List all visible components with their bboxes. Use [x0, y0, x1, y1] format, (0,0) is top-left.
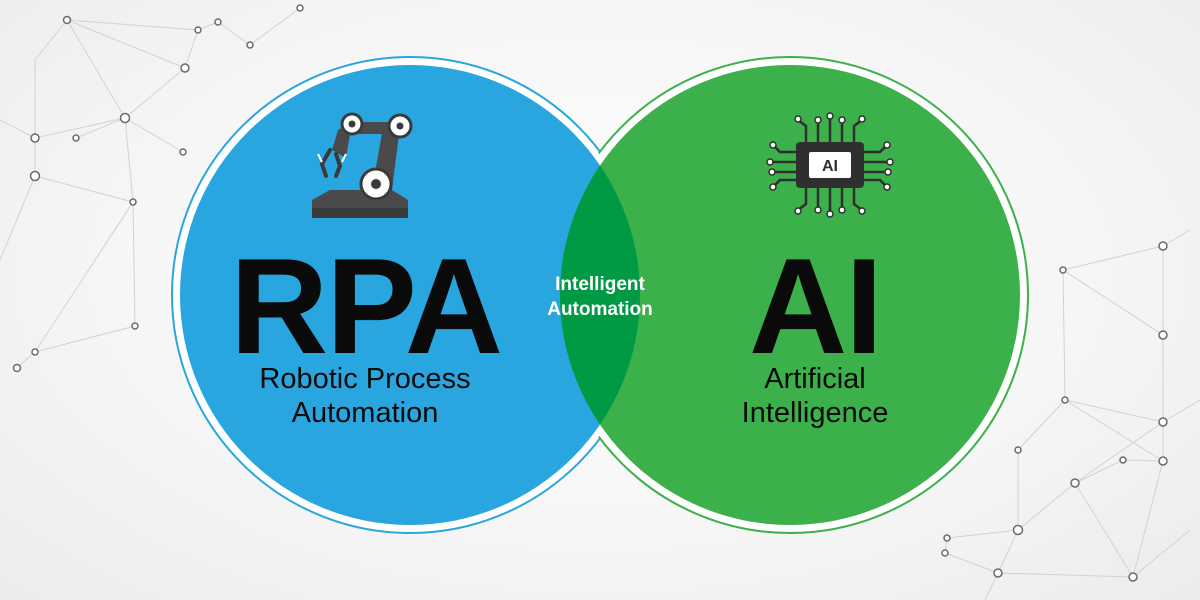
overlap-label-line1: Intelligent — [555, 274, 645, 295]
ai-chip-pin-ends — [766, 112, 894, 218]
network-background — [0, 7, 1200, 600]
ai-chip-inner — [807, 150, 853, 180]
rpa-fullname-line2: Automation — [291, 397, 439, 429]
ai-acronym: AI — [749, 230, 883, 382]
network-nodes — [12, 4, 1168, 582]
ai-chip-text: AI — [822, 158, 838, 175]
ai-circle — [560, 65, 1020, 525]
overlap-label-line2: Automation — [547, 299, 653, 320]
rpa-circle — [180, 65, 640, 525]
rpa-fullname-line1: Robotic Process — [259, 363, 471, 395]
rpa-acronym: RPA — [230, 230, 503, 382]
robotic-arm-icon — [312, 112, 413, 218]
ai-fullname-line1: Artificial — [764, 363, 866, 395]
ai-fullname-line2: Intelligence — [741, 397, 889, 429]
ai-chip-icon — [772, 118, 888, 212]
